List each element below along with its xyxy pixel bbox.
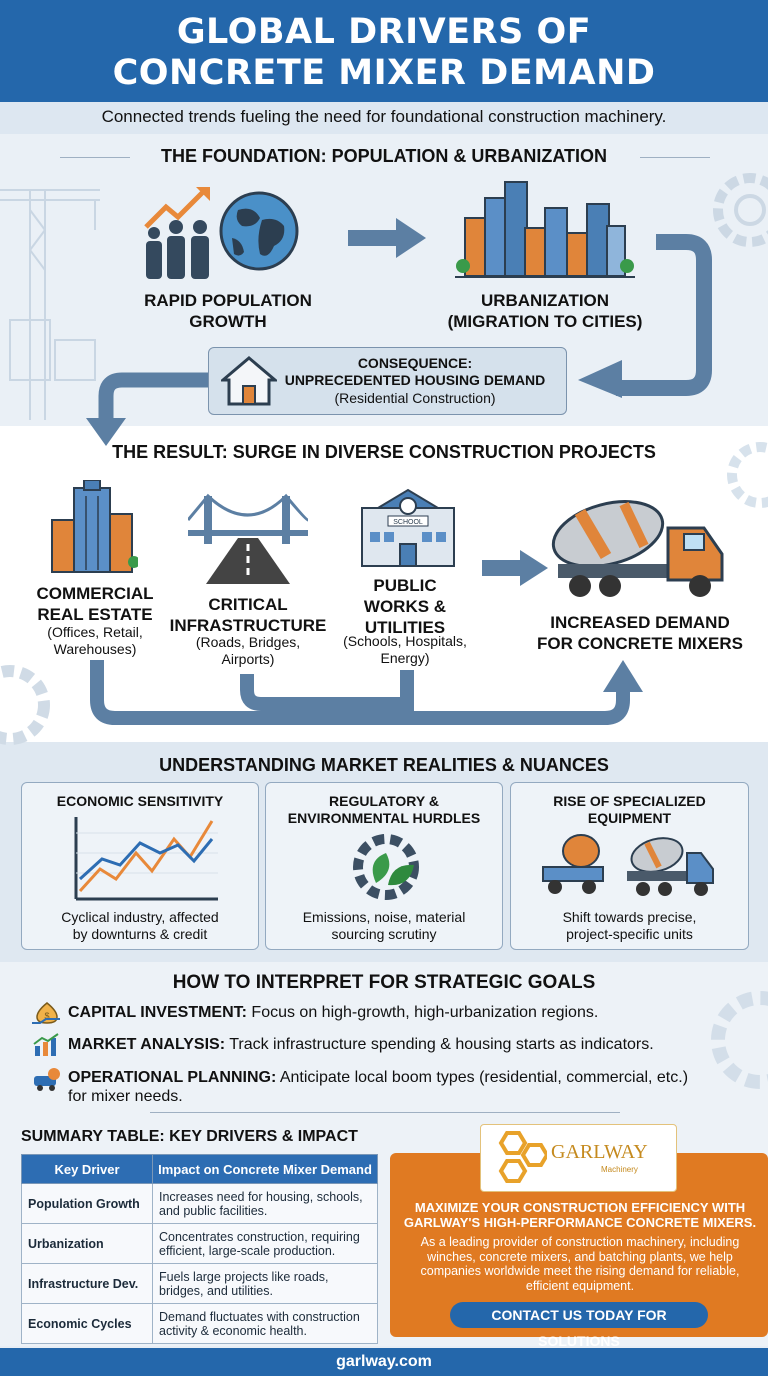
school-building-icon: SCHOOL bbox=[361, 488, 455, 567]
realities-card-regulatory: REGULATORY &ENVIRONMENTAL HURDLES Emissi… bbox=[265, 782, 503, 950]
concrete-mixer-truck-icon bbox=[551, 500, 724, 597]
consequence-label: CONSEQUENCE:UNPRECEDENTED HOUSING DEMAND bbox=[284, 355, 546, 388]
table-cell-driver: Urbanization bbox=[21, 1223, 153, 1264]
realities-title: UNDERSTANDING MARKET REALITIES & NUANCES bbox=[159, 755, 609, 775]
globe-icon bbox=[219, 191, 299, 271]
divider bbox=[640, 157, 710, 158]
svg-text:$: $ bbox=[44, 1011, 49, 1021]
logo-name: GARLWAY bbox=[551, 1141, 648, 1163]
table-header-row: Key Driver Impact on Concrete Mixer Dema… bbox=[21, 1154, 378, 1184]
table-row: Economic Cycles Demand fluctuates with c… bbox=[21, 1303, 378, 1344]
table-header: Impact on Concrete Mixer Demand bbox=[152, 1154, 378, 1184]
public-works-sub: (Schools, Hospitals,Energy) bbox=[343, 633, 467, 666]
card-title: ECONOMIC SENSITIVITY bbox=[56, 793, 224, 809]
logo-sub: Machinery bbox=[601, 1165, 638, 1174]
table-header: Key Driver bbox=[21, 1154, 153, 1184]
gear-leaf-icon bbox=[353, 834, 419, 900]
commercial-sub: (Offices, Retail,Warehouses) bbox=[47, 624, 143, 657]
interpret-item-capital: CAPITAL INVESTMENT: Focus on high-growth… bbox=[68, 1004, 599, 1021]
table-cell-impact: Concentrates construction, requiring eff… bbox=[152, 1223, 378, 1264]
table-cell-driver: Population Growth bbox=[21, 1183, 153, 1224]
interpret-title: HOW TO INTERPRET FOR STRATEGIC GOALS bbox=[172, 972, 596, 993]
table-cell-driver: Economic Cycles bbox=[21, 1303, 153, 1344]
arrow-right-icon bbox=[348, 218, 426, 258]
bridge-road-icon bbox=[188, 493, 308, 584]
curve-arrow-right-icon bbox=[578, 234, 712, 398]
table-row: Population Growth Increases need for hou… bbox=[21, 1183, 378, 1224]
gear-watermark-icon bbox=[713, 173, 768, 247]
office-building-icon bbox=[51, 480, 138, 573]
curve-arrow-down-icon bbox=[86, 372, 212, 446]
card-desc: Shift towards precise,project-specific u… bbox=[562, 909, 697, 942]
table-row: Infrastructure Dev. Fuels large projects… bbox=[21, 1263, 378, 1304]
analysis-chart-icon bbox=[33, 1033, 59, 1056]
foundation-title: THE FOUNDATION: POPULATION & URBANIZATIO… bbox=[161, 146, 607, 166]
realities-card-economic: ECONOMIC SENSITIVITY Cyclical industry, … bbox=[21, 782, 259, 950]
summary-table: Key Driver Impact on Concrete Mixer Dema… bbox=[21, 1154, 378, 1344]
crane-watermark-icon bbox=[0, 189, 100, 420]
result-title: THE RESULT: SURGE IN DIVERSE CONSTRUCTIO… bbox=[112, 442, 656, 462]
urbanization-label: URBANIZATION(MIGRATION TO CITIES) bbox=[447, 291, 643, 331]
planning-icon bbox=[34, 1068, 60, 1091]
consequence-box: CONSEQUENCE:UNPRECEDENTED HOUSING DEMAND… bbox=[208, 347, 567, 415]
interpret-item-operational: OPERATIONAL PLANNING: Anticipate local b… bbox=[68, 1069, 689, 1105]
divider bbox=[150, 1112, 620, 1113]
cta-title: MAXIMIZE YOUR CONSTRUCTION EFFICIENCY WI… bbox=[403, 1200, 757, 1230]
subtitle-band bbox=[0, 102, 768, 134]
summary-title: SUMMARY TABLE: KEY DRIVERS & IMPACT bbox=[21, 1128, 358, 1145]
infrastructure-sub: (Roads, Bridges,Airports) bbox=[195, 634, 301, 667]
garlway-logo: GARLWAY Machinery bbox=[480, 1124, 677, 1192]
footer-url[interactable]: garlway.com bbox=[336, 1353, 432, 1370]
footer: garlway.com bbox=[0, 1348, 768, 1376]
cta-description: As a leading provider of construction ma… bbox=[420, 1235, 740, 1293]
table-cell-driver: Infrastructure Dev. bbox=[21, 1263, 153, 1304]
gear-watermark-left-icon bbox=[0, 665, 50, 745]
contact-button[interactable]: CONTACT US TODAY FOR SOLUTIONS bbox=[450, 1302, 708, 1349]
city-skyline-icon bbox=[455, 181, 635, 278]
card-title: REGULATORY &ENVIRONMENTAL HURDLES bbox=[287, 793, 481, 826]
line-chart-icon bbox=[74, 817, 218, 901]
house-icon bbox=[221, 356, 277, 406]
interpret-item-market: MARKET ANALYSIS: Track infrastructure sp… bbox=[68, 1036, 654, 1053]
page-subtitle: Connected trends fueling the need for fo… bbox=[101, 107, 667, 126]
table-cell-impact: Fuels large projects like roads, bridges… bbox=[152, 1263, 378, 1304]
connector-arrow-icon bbox=[90, 660, 643, 725]
logo-hexagon-icon bbox=[498, 1131, 547, 1183]
consequence-sub: (Residential Construction) bbox=[334, 390, 496, 406]
mixer-equipment-icon bbox=[542, 834, 714, 896]
money-bag-icon: $ bbox=[32, 1002, 60, 1024]
gear-watermark-right-icon bbox=[727, 442, 768, 508]
gear-watermark-bottom-icon bbox=[711, 991, 768, 1089]
table-cell-impact: Demand fluctuates with construction acti… bbox=[152, 1303, 378, 1344]
table-cell-impact: Increases need for housing, schools, and… bbox=[152, 1183, 378, 1224]
divider bbox=[60, 157, 130, 158]
people-growth-icon bbox=[144, 187, 210, 279]
table-row: Urbanization Concentrates construction, … bbox=[21, 1223, 378, 1264]
svg-text:SCHOOL: SCHOOL bbox=[393, 519, 423, 526]
arrow-right-icon-2 bbox=[482, 550, 548, 586]
